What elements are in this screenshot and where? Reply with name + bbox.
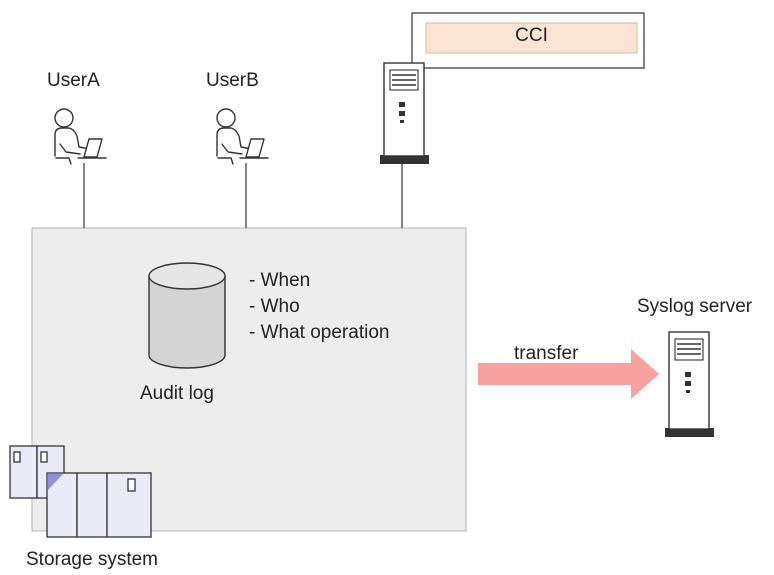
audit-log-field-what-operation: - What operation [249,322,390,343]
storage-system-label: Storage system [26,549,158,570]
audit-log-database-icon [148,262,226,369]
cci-label: CCI [515,25,548,46]
user-b-label: UserB [206,70,259,91]
cci-label-background [425,22,638,54]
user-a-label: UserA [47,70,100,91]
syslog-server-icon [665,331,714,437]
storage-system-icon [9,445,152,538]
user-b-icon [216,108,269,165]
transfer-arrow [478,349,659,399]
audit-log-field-when: - When [249,270,311,291]
transfer-label: transfer [514,343,579,364]
cci-server-icon [380,62,429,164]
syslog-server-label: Syslog server [637,296,753,317]
audit-log-label: Audit log [140,383,214,404]
audit-log-field-who: - Who [249,296,300,317]
user-a-icon [54,108,107,165]
